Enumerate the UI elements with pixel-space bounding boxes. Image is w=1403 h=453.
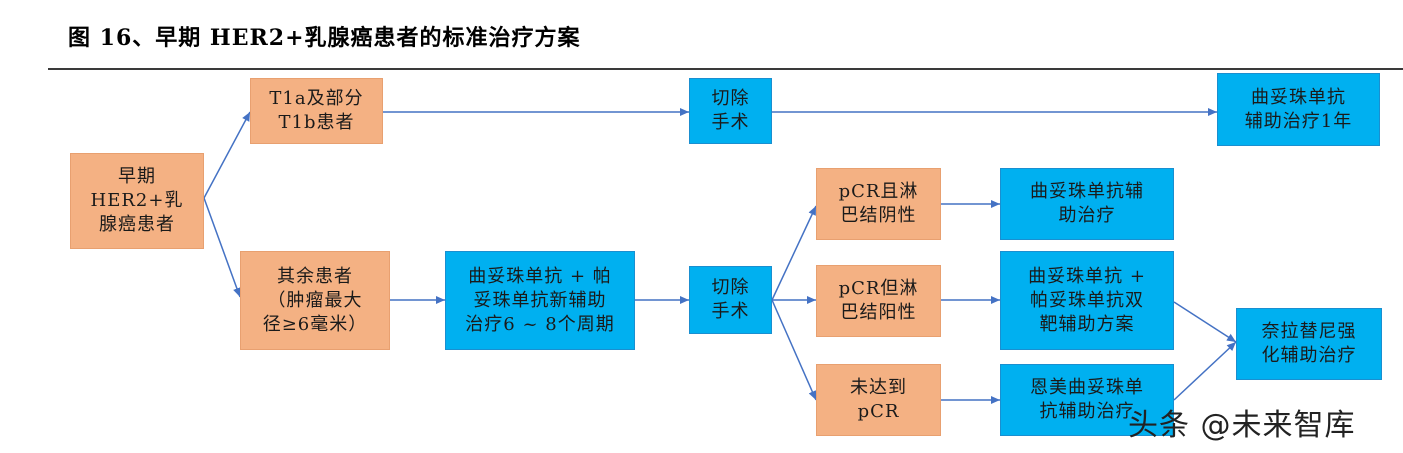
node-tdm1-adjuvant: 恩美曲妥珠单 抗辅助治疗	[1000, 364, 1174, 436]
node-neratinib-adjuvant: 奈拉替尼强 化辅助治疗	[1236, 308, 1382, 380]
arrow-early-to-t1	[203, 111, 251, 199]
node-trastuzumab-1yr: 曲妥珠单抗 辅助治疗1年	[1217, 73, 1380, 146]
node-surgery-mid: 切除 手术	[689, 266, 772, 334]
arrow-dual-to-neratinib	[1173, 301, 1237, 343]
watermark: 头条 @未来智库	[1128, 408, 1356, 443]
node-t1-patients: T1a及部分 T1b患者	[250, 78, 383, 144]
title-rule	[48, 68, 1403, 70]
arrow-early-to-other	[203, 197, 241, 298]
node-early-her2-patients: 早期 HER2+乳 腺癌患者	[70, 153, 204, 249]
node-other-patients: 其余患者 （肿瘤最大 径≥6毫米）	[240, 251, 390, 350]
node-surgery-top: 切除 手术	[689, 78, 772, 144]
node-pcr-negative: pCR且淋 巴结阴性	[816, 168, 941, 240]
arrow-surgery-to-nopcr	[771, 299, 817, 401]
figure-title: 图 16、早期 HER2+乳腺癌患者的标准治疗方案	[68, 25, 581, 51]
node-neoadjuvant: 曲妥珠单抗 + 帕 妥珠单抗新辅助 治疗6 ~ 8个周期	[445, 251, 635, 350]
arrow-tdm1-to-neratinib	[1173, 341, 1237, 401]
node-pcr-positive: pCR但淋 巴结阳性	[816, 265, 941, 337]
arrow-surgery-to-pcrneg	[771, 205, 817, 301]
node-dual-target-adjuvant: 曲妥珠单抗 + 帕妥珠单抗双 靶辅助方案	[1000, 251, 1174, 350]
node-trastuzumab-adjuvant: 曲妥珠单抗辅 助治疗	[1000, 168, 1174, 240]
node-no-pcr: 未达到 pCR	[816, 364, 941, 436]
